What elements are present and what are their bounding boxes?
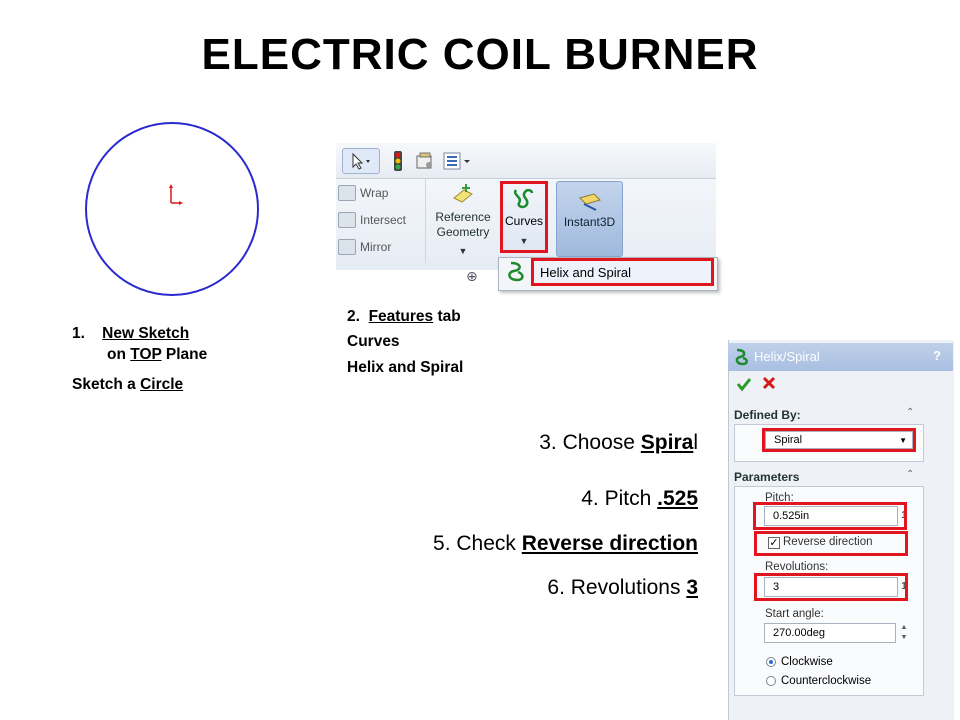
collapse-parameters-icon[interactable]: ⌃ bbox=[906, 469, 915, 480]
help-icon[interactable]: ? bbox=[933, 348, 941, 363]
step5-text: 5. Check Reverse direction bbox=[433, 532, 698, 555]
start-angle-input[interactable]: 270.00deg bbox=[764, 623, 896, 643]
mirror-icon bbox=[338, 239, 356, 255]
revolutions-spinner[interactable]: 1 bbox=[901, 581, 907, 592]
options-icon[interactable] bbox=[412, 148, 438, 174]
revolutions-input[interactable]: 3 bbox=[764, 577, 898, 597]
cancel-x-icon[interactable] bbox=[762, 376, 776, 390]
step4-text: 4. Pitch .525 bbox=[581, 487, 698, 510]
defined-by-select[interactable]: Spiral ▼ bbox=[765, 431, 913, 449]
parameters-section-title: Parameters bbox=[734, 470, 800, 484]
step1-line2: on TOP Plane bbox=[107, 346, 208, 363]
helix-pm-icon bbox=[735, 348, 748, 366]
wrap-button[interactable]: Wrap bbox=[338, 185, 388, 201]
step6-text: 6. Revolutions 3 bbox=[547, 576, 698, 599]
revolutions-label: Revolutions: bbox=[765, 561, 829, 573]
defined-by-highlight bbox=[762, 428, 916, 452]
cursor-arrow-icon bbox=[352, 152, 370, 170]
reference-geometry-button[interactable]: Reference Geometry ▼ bbox=[428, 184, 498, 259]
reverse-direction-highlight bbox=[754, 531, 908, 556]
feature-small-buttons: Wrap Intersect Mirror bbox=[336, 183, 426, 263]
reference-geometry-icon bbox=[453, 184, 473, 203]
sketch-circle bbox=[85, 122, 259, 296]
select-chevron-icon: ▼ bbox=[899, 435, 907, 445]
curves-icon bbox=[513, 188, 534, 209]
ribbon-divider bbox=[425, 178, 426, 263]
ok-check-icon[interactable] bbox=[736, 376, 752, 392]
step1-line1: 1. New Sketch bbox=[72, 325, 190, 342]
pm-title: Helix/Spiral bbox=[754, 349, 820, 364]
wrap-icon bbox=[338, 185, 356, 201]
instant3d-icon bbox=[578, 193, 601, 211]
start-angle-spinner[interactable]: ▲▼ bbox=[900, 624, 908, 641]
traffic-light-icon[interactable] bbox=[386, 148, 410, 174]
select-button[interactable] bbox=[342, 148, 380, 174]
revolutions-highlight bbox=[754, 573, 908, 601]
new-sketch-text: New Sketch bbox=[102, 325, 190, 342]
list-dropdown-icon[interactable] bbox=[440, 148, 476, 174]
counterclockwise-radio[interactable]: Counterclockwise bbox=[766, 675, 871, 687]
helix-spiral-icon bbox=[502, 258, 532, 286]
intersect-button[interactable]: Intersect bbox=[338, 212, 406, 228]
reverse-direction-checkbox[interactable]: ✓ bbox=[768, 537, 780, 549]
clockwise-radio[interactable]: Clockwise bbox=[766, 656, 833, 668]
step3-text: 3. Choose Spiral bbox=[539, 431, 698, 454]
instant3d-button[interactable]: Instant3D bbox=[556, 181, 623, 257]
step2-line2: Curves bbox=[347, 333, 400, 350]
ribbon-toolbar bbox=[336, 143, 716, 179]
intersect-icon bbox=[338, 212, 356, 228]
counterclockwise-radio-dot bbox=[766, 676, 776, 686]
pitch-label: Pitch: bbox=[765, 492, 794, 504]
curves-button[interactable]: Curves ▼ bbox=[500, 181, 548, 253]
defined-by-section-title: Defined By: bbox=[734, 408, 801, 422]
mirror-button[interactable]: Mirror bbox=[338, 239, 391, 255]
step2-line1: 2. Features tab bbox=[347, 308, 461, 325]
page-title: ELECTRIC COIL BURNER bbox=[201, 30, 759, 79]
step1-line3: Sketch a Circle bbox=[72, 376, 184, 393]
reverse-direction-label: Reverse direction bbox=[783, 536, 873, 548]
clockwise-radio-dot bbox=[766, 657, 776, 667]
pitch-highlight bbox=[753, 502, 907, 530]
collapse-defined-by-icon[interactable]: ⌃ bbox=[906, 407, 915, 418]
start-angle-label: Start angle: bbox=[765, 608, 824, 620]
origin-icon bbox=[169, 184, 183, 205]
zoom-icon[interactable]: ⊕ bbox=[466, 268, 478, 284]
curves-chevron-icon: ▼ bbox=[519, 236, 529, 246]
chevron-down-icon: ▼ bbox=[458, 246, 468, 256]
helix-and-spiral-menu-item[interactable]: Helix and Spiral bbox=[531, 258, 714, 286]
pm-header: Helix/Spiral ? bbox=[728, 343, 953, 371]
pitch-input[interactable]: 0.525in bbox=[764, 506, 898, 526]
step2-line3: Helix and Spiral bbox=[347, 359, 464, 376]
